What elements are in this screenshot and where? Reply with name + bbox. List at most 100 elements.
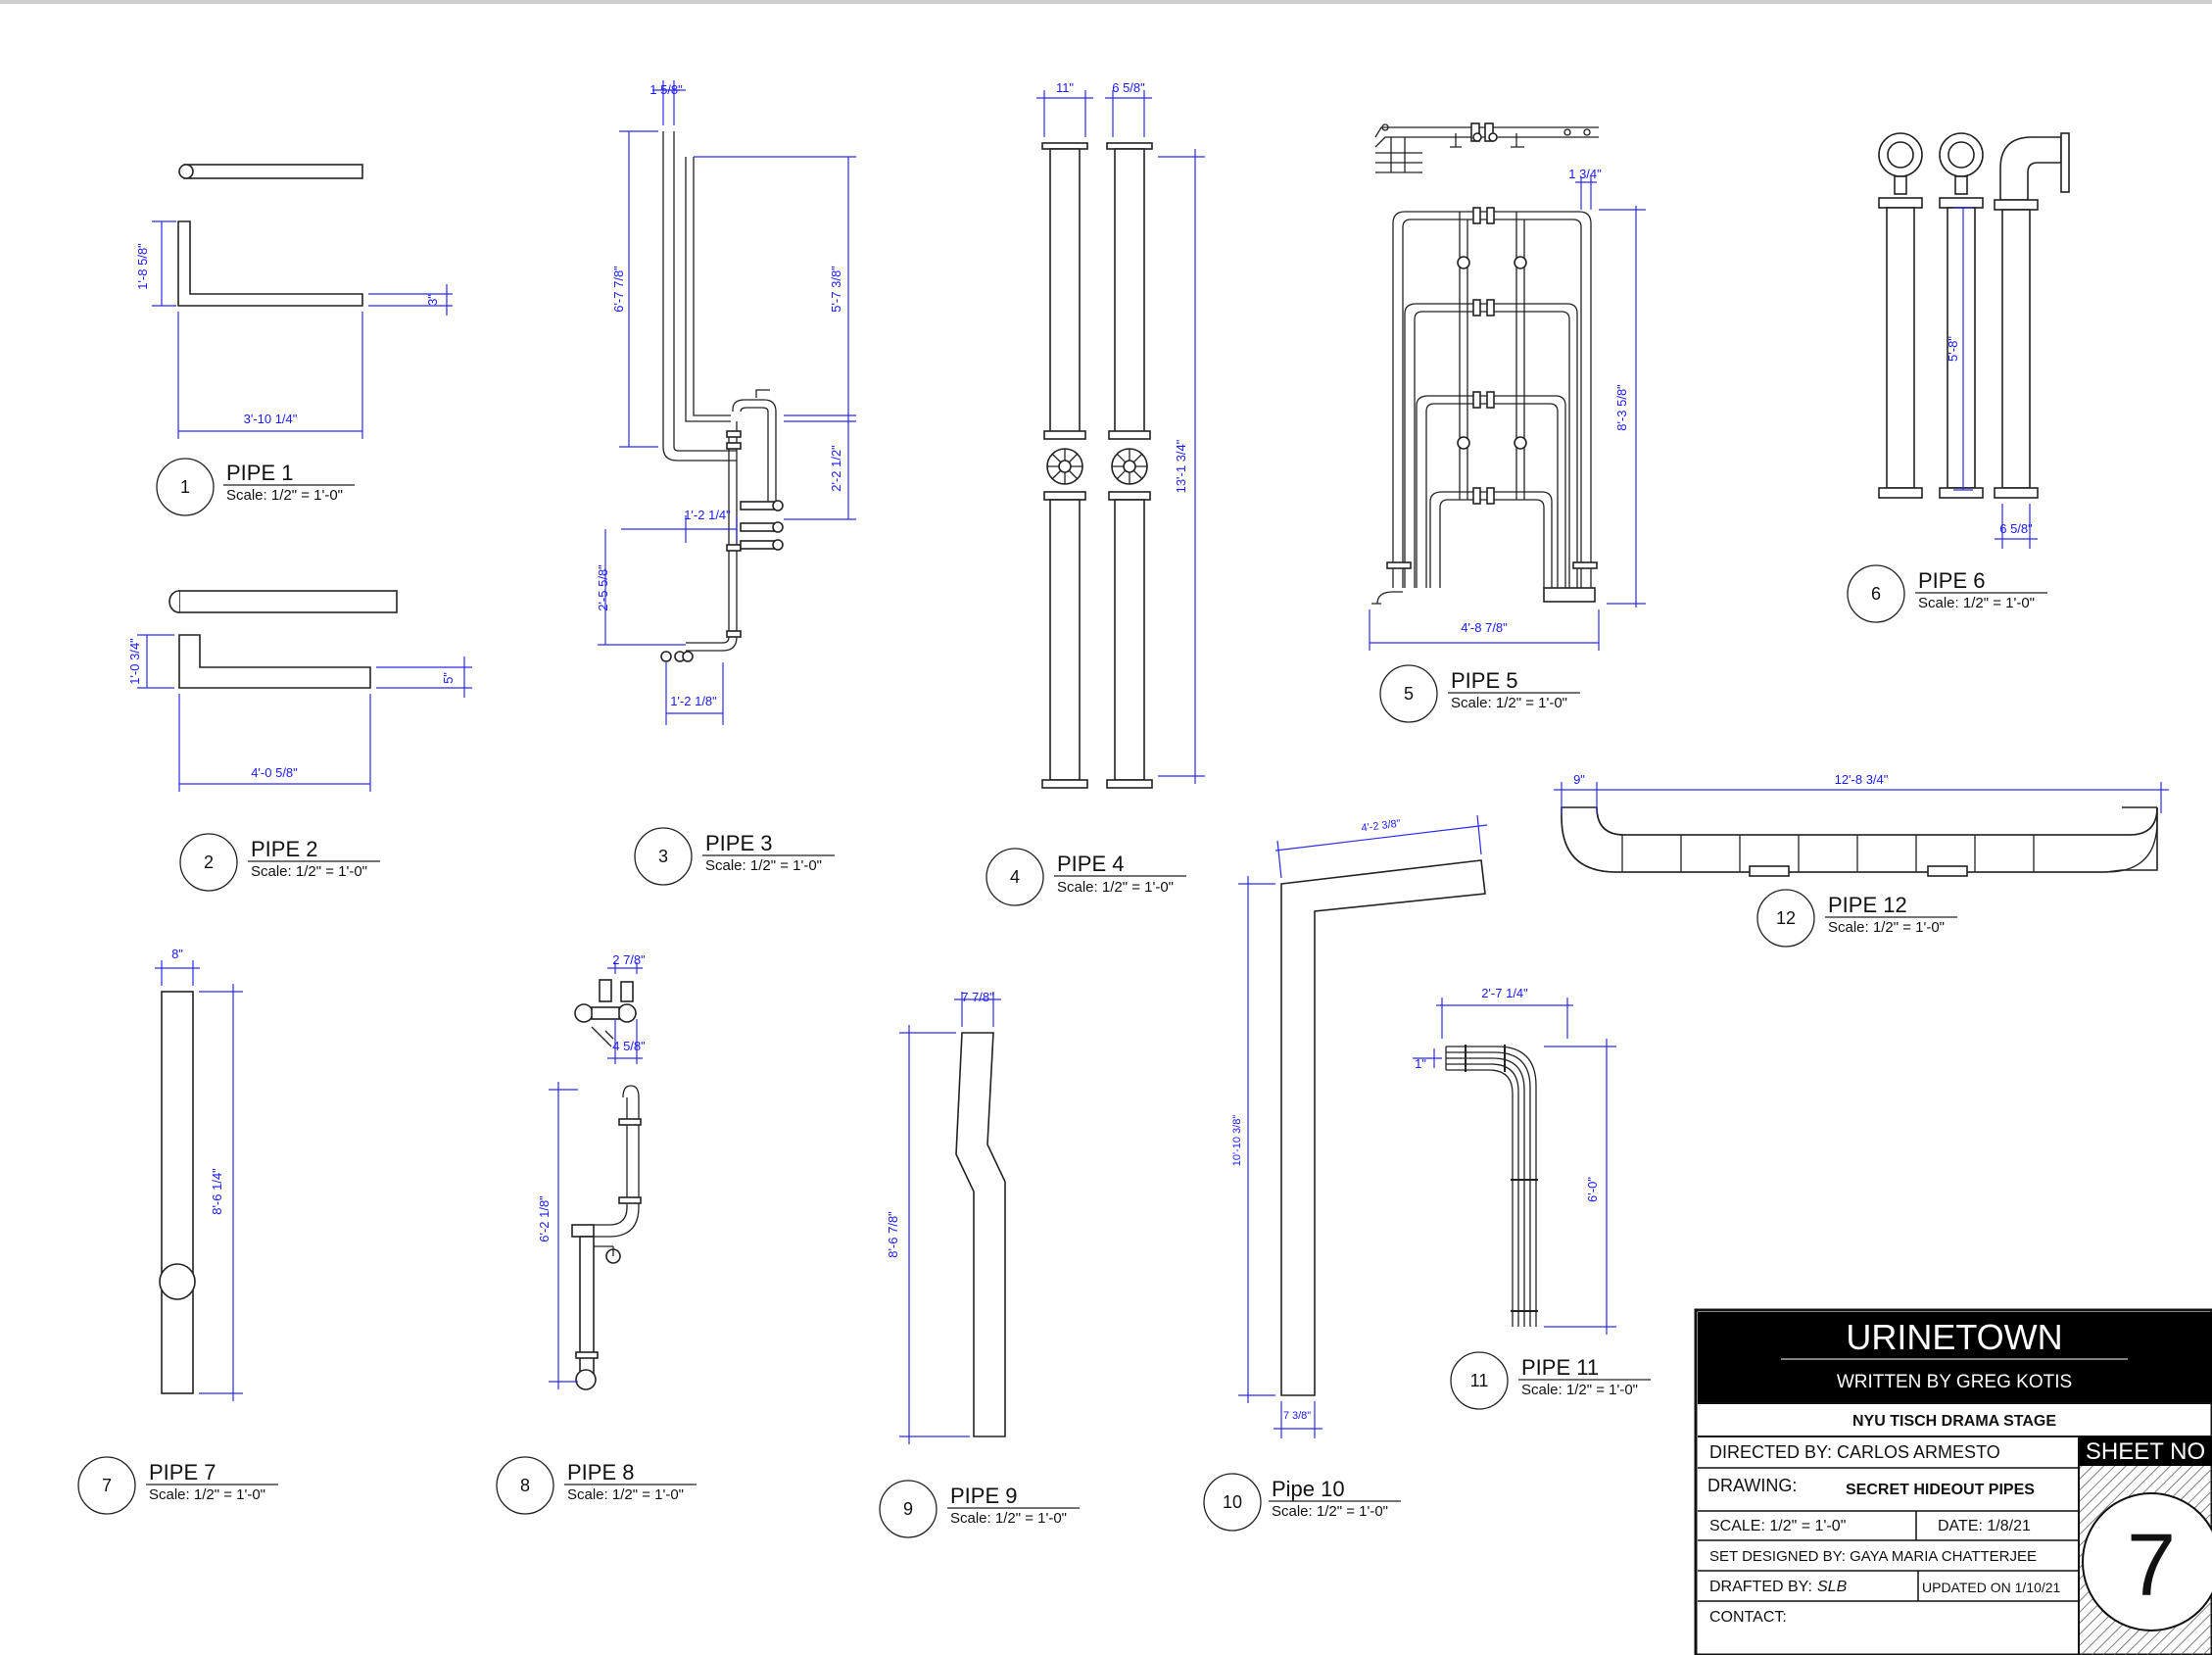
pipe-4-drawing: 11" 6 5/8" 13'-1 3/4" — [1036, 80, 1205, 789]
dim-p3-top: 1 5/8" — [649, 82, 683, 97]
dim-p7-height: 8'-6 1/4" — [210, 1168, 224, 1215]
dim-p11-width: 2'-7 1/4" — [1481, 986, 1528, 1000]
pipe-3-label: 3 PIPE 3 Scale: 1/2" = 1'-0" — [634, 827, 835, 886]
pipe-3-drawing: 1 5/8" 6'-7 7/8" 5'-7 3/8" 2'-2 1/2" 1'-… — [596, 80, 856, 725]
sheet-label: SHEET NO — [2086, 1438, 2205, 1465]
dim-p3-w1: 1'-2 1/4" — [684, 508, 731, 522]
dim-p2-thickness: 5" — [441, 672, 456, 684]
pipe-9-title: PIPE 9 — [950, 1484, 1017, 1508]
dim-p4-w1: 11" — [1056, 80, 1074, 95]
dim-p4-height: 13'-1 3/4" — [1174, 439, 1188, 493]
pipe-2-drawing: 1'-0 3/4" 4'-0 5/8" 5" — [127, 590, 472, 792]
pipe-6-label: 6 PIPE 6 Scale: 1/2" = 1'-0" — [1847, 564, 2047, 623]
pipe-11-number: 11 — [1470, 1371, 1489, 1390]
pipe-7-number: 7 — [102, 1476, 112, 1495]
pipe-10-drawing: 4'-2 3/8" 10'-10 3/8" 7 3/8" — [1231, 814, 1488, 1438]
pipe-5-scale: Scale: 1/2" = 1'-0" — [1451, 695, 1567, 711]
dim-p11-height: 6'-0" — [1585, 1177, 1600, 1202]
pipe-6-scale: Scale: 1/2" = 1'-0" — [1918, 595, 2035, 611]
dim-p2-height: 1'-0 3/4" — [127, 638, 142, 685]
dim-p3-low: 2'-5 5/8" — [596, 564, 610, 611]
pipe-7-label: 7 PIPE 7 Scale: 1/2" = 1'-0" — [77, 1456, 278, 1515]
pipe-1-scale: Scale: 1/2" = 1'-0" — [226, 487, 343, 504]
pipe-5-label: 5 PIPE 5 Scale: 1/2" = 1'-0" — [1379, 664, 1580, 723]
pipe-9-drawing: 7 7/8" 8'-6 7/8" — [886, 990, 1006, 1444]
directed-by: DIRECTED BY: CARLOS ARMESTO — [1709, 1442, 2000, 1462]
pipe-6-number: 6 — [1871, 584, 1881, 604]
dim-p5-height: 8'-3 5/8" — [1614, 384, 1629, 431]
pipe-5-drawing: 1 3/4" 8'-3 5/8" 4'-8 7/8" — [1369, 122, 1646, 651]
pipe-1-label: 1 PIPE 1 Scale: 1/2" = 1'-0" — [156, 458, 355, 516]
pipe-10-number: 10 — [1223, 1492, 1242, 1512]
dim-p3-mid: 2'-2 1/2" — [829, 445, 843, 492]
pipe-8-scale: Scale: 1/2" = 1'-0" — [567, 1486, 684, 1503]
pipe-7-scale: Scale: 1/2" = 1'-0" — [149, 1486, 265, 1503]
dim-p4-w2: 6 5/8" — [1112, 80, 1145, 95]
updated-on: UPDATED ON 1/10/21 — [1922, 1580, 2061, 1595]
pipe-4-label: 4 PIPE 4 Scale: 1/2" = 1'-0" — [986, 848, 1186, 906]
pipe-8-number: 8 — [520, 1476, 530, 1495]
dim-p5-width: 4'-8 7/8" — [1461, 620, 1508, 635]
date-field: DATE: 1/8/21 — [1938, 1518, 2031, 1534]
dim-p10-width: 7 3/8" — [1283, 1410, 1311, 1422]
pipe-12-label: 12 PIPE 12 Scale: 1/2" = 1'-0" — [1756, 889, 1957, 948]
designer-credit: SET DESIGNED BY: GAYA MARIA CHATTERJEE — [1709, 1548, 2037, 1565]
dim-p9-height: 8'-6 7/8" — [886, 1211, 900, 1258]
venue: NYU TISCH DRAMA STAGE — [1852, 1413, 2056, 1430]
pipe-11-scale: Scale: 1/2" = 1'-0" — [1521, 1382, 1638, 1398]
dim-p7-width: 8" — [171, 947, 183, 961]
pipe-6-title: PIPE 6 — [1918, 568, 1985, 593]
dim-p11-thickness: 1" — [1415, 1056, 1426, 1071]
pipe-7-title: PIPE 7 — [149, 1460, 216, 1485]
pipe-10-label: 10 Pipe 10 Scale: 1/2" = 1'-0" — [1203, 1473, 1401, 1532]
dim-p3-right: 5'-7 3/8" — [829, 266, 843, 313]
title-block: URINETOWN WRITTEN BY GREG KOTIS NYU TISC… — [1694, 1308, 2212, 1655]
pipe-1-number: 1 — [180, 477, 190, 497]
show-title: URINETOWN — [1846, 1317, 2062, 1357]
pipe-3-number: 3 — [658, 847, 668, 866]
pipe-1-drawing: 1'-8 5/8" 3'-10 1/4" 3" — [135, 164, 453, 439]
pipe-8-drawing: 2 7/8" 4 5/8" 6'-2 1/8" — [537, 952, 646, 1390]
dim-p1-height: 1'-8 5/8" — [135, 243, 150, 290]
pipe-12-scale: Scale: 1/2" = 1'-0" — [1828, 919, 1945, 936]
pipe-10-title: Pipe 10 — [1272, 1477, 1345, 1501]
pipe-11-drawing: 2'-7 1/4" 1" 6'-0" — [1413, 986, 1616, 1335]
pipe-7-drawing: 8" 8'-6 1/4" — [155, 947, 243, 1401]
pipe-6-drawing: 5'-8" 6 5/8" — [1878, 132, 2070, 549]
dim-p2-width: 4'-0 5/8" — [251, 765, 298, 780]
pipe-4-number: 4 — [1010, 867, 1020, 887]
drafted-by: SLB — [1817, 1579, 1848, 1595]
pipe-5-number: 5 — [1404, 684, 1414, 704]
dim-p8-w2: 4 5/8" — [612, 1039, 646, 1053]
pipe-8-title: PIPE 8 — [567, 1460, 634, 1485]
pipe-2-scale: Scale: 1/2" = 1'-0" — [251, 863, 367, 880]
scale-field: SCALE: 1/2" = 1'-0" — [1709, 1518, 1846, 1534]
pipe-12-number: 12 — [1776, 908, 1796, 928]
dim-p6-height: 5'-8" — [1946, 336, 1960, 362]
pipe-5-title: PIPE 5 — [1451, 668, 1517, 693]
dim-p12-width: 12'-8 3/4" — [1835, 772, 1889, 787]
pipe-9-scale: Scale: 1/2" = 1'-0" — [950, 1510, 1067, 1527]
pipe-12-drawing: 9" 12'-8 3/4" — [1554, 772, 2169, 877]
pipe-10-scale: Scale: 1/2" = 1'-0" — [1272, 1503, 1388, 1520]
dim-p3-w2: 1'-2 1/8" — [670, 694, 717, 708]
pipe-4-scale: Scale: 1/2" = 1'-0" — [1057, 879, 1174, 896]
dim-p8-height: 6'-2 1/8" — [537, 1195, 552, 1242]
pipe-9-label: 9 PIPE 9 Scale: 1/2" = 1'-0" — [879, 1480, 1080, 1538]
dim-p10-height: 10'-10 3/8" — [1231, 1115, 1243, 1167]
pipe-11-label: 11 PIPE 11 Scale: 1/2" = 1'-0" — [1450, 1351, 1651, 1410]
dim-p9-width: 7 7/8" — [961, 990, 994, 1004]
sheet-number: 7 — [2127, 1517, 2176, 1615]
dim-p10-top: 4'-2 3/8" — [1361, 818, 1402, 835]
dim-p5-thickness: 1 3/4" — [1568, 167, 1602, 181]
dim-p1-thickness: 3" — [425, 294, 440, 306]
writer-credit: WRITTEN BY GREG KOTIS — [1837, 1372, 2072, 1392]
pipe-2-title: PIPE 2 — [251, 837, 317, 861]
dim-p3-left: 6'-7 7/8" — [611, 266, 626, 313]
drafted-label: DRAFTED BY: — [1709, 1579, 1812, 1595]
dim-p12-left: 9" — [1573, 772, 1585, 787]
dim-p1-width: 3'-10 1/4" — [244, 412, 298, 426]
dim-p8-w1: 2 7/8" — [612, 952, 646, 967]
pipe-3-title: PIPE 3 — [705, 831, 772, 855]
